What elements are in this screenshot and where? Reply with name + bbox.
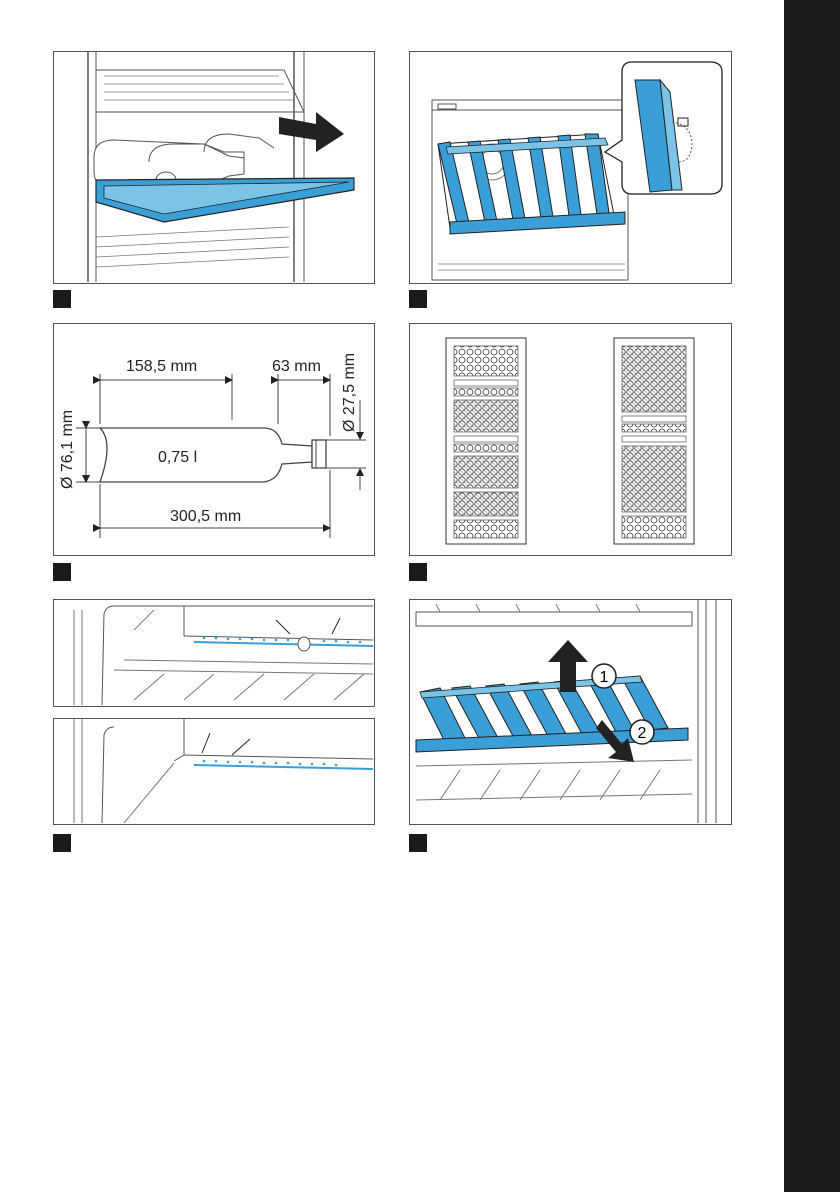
figure-marker-3 (53, 563, 71, 581)
figure-drip-channel-top (53, 599, 375, 707)
dim-158-5: 158,5 mm (126, 358, 197, 375)
bottle-volume: 0,75 l (158, 449, 197, 466)
figure-marker-5 (53, 834, 71, 852)
figure-marker-1 (53, 290, 71, 308)
dim-total-length: 300,5 mm (170, 508, 241, 525)
dim-body-diameter: Ø 76,1 mm (59, 410, 76, 489)
step-2-label: 2 (638, 725, 647, 742)
figure-shelf-detail (409, 51, 732, 284)
figure-marker-2 (409, 290, 427, 308)
dim-63: 63 mm (272, 358, 321, 375)
figure-remove-shelf: 1 2 (409, 599, 732, 825)
figure-marker-4 (409, 563, 427, 581)
side-tab (784, 0, 840, 1192)
figure-bottle-dimensions: 0,75 l 158,5 mm 63 mm Ø 27,5 mm Ø 76,1 m… (53, 323, 375, 556)
step-1-label: 1 (600, 669, 609, 686)
figure-shelf-pull-out (53, 51, 375, 284)
figure-bottle-layouts (409, 323, 732, 556)
figure-drip-channel-bottom (53, 718, 375, 825)
dim-neck-diameter: Ø 27,5 mm (341, 353, 358, 432)
figure-marker-6 (409, 834, 427, 852)
